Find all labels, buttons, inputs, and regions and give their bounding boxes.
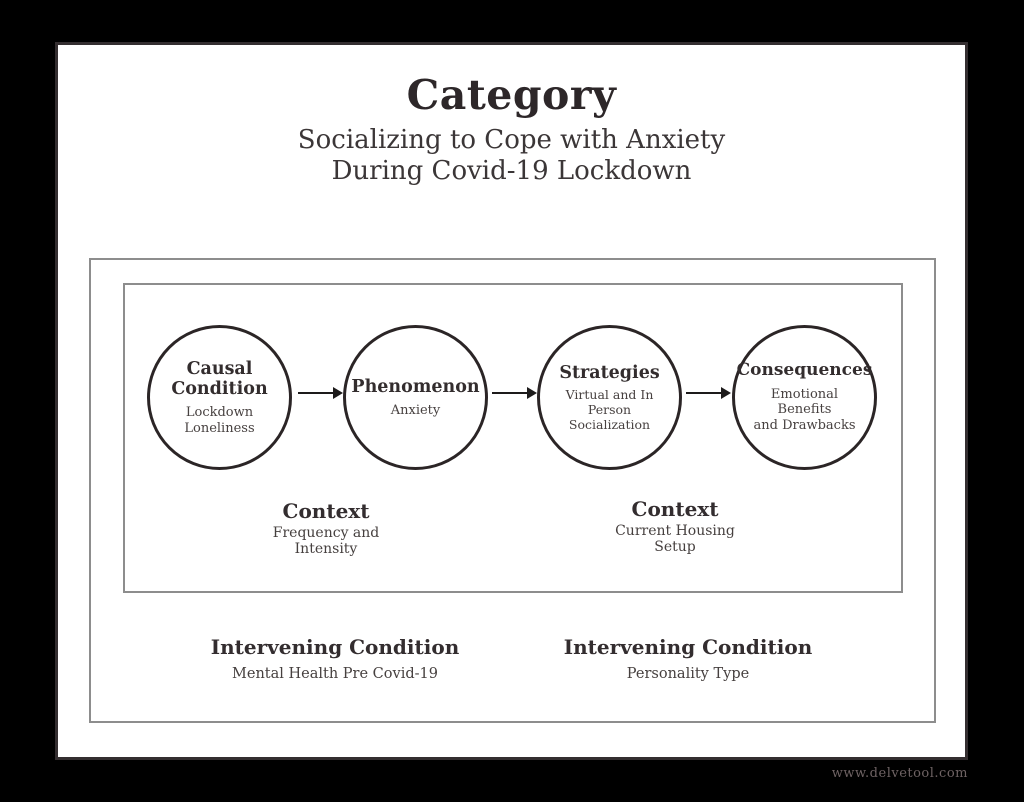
- node-sub: Lockdown Loneliness: [184, 405, 255, 436]
- context-label-right: Context Current Housing Setup: [585, 497, 765, 555]
- node-causal-condition: Causal Condition Lockdown Loneliness: [147, 325, 292, 470]
- page-title: Category: [406, 71, 617, 119]
- context-heading: Context: [631, 497, 719, 521]
- intervening-condition-right: Intervening Condition Personality Type: [528, 635, 848, 682]
- page-subtitle: Socializing to Cope with Anxiety During …: [297, 125, 726, 187]
- node-phenomenon: Phenomenon Anxiety: [343, 325, 488, 470]
- arrow-right-icon: [492, 387, 537, 399]
- context-heading: Context: [282, 499, 370, 523]
- intervening-sub: Mental Health Pre Covid-19: [232, 666, 438, 682]
- node-consequences: Consequences Emotional Benefits and Draw…: [732, 325, 877, 470]
- intervening-heading: Intervening Condition: [563, 635, 813, 659]
- node-sub: Virtual and In Person Socialization: [565, 387, 654, 433]
- node-heading: Consequences: [736, 360, 873, 381]
- intervening-sub: Personality Type: [626, 666, 750, 682]
- diagram-page: Category Socializing to Cope with Anxiet…: [55, 42, 968, 760]
- inner-frame: Causal Condition Lockdown Loneliness Phe…: [123, 283, 903, 593]
- node-heading: Phenomenon: [351, 376, 480, 397]
- context-label-left: Context Frequency and Intensity: [236, 499, 416, 557]
- context-sub: Frequency and Intensity: [272, 525, 380, 558]
- watermark-url: www.delvetool.com: [831, 766, 968, 781]
- node-sub: Anxiety: [390, 402, 441, 418]
- intervening-condition-left: Intervening Condition Mental Health Pre …: [175, 635, 495, 682]
- node-strategies: Strategies Virtual and In Person Sociali…: [537, 325, 682, 470]
- node-heading: Causal Condition: [171, 358, 268, 399]
- arrow-right-icon: [686, 387, 731, 399]
- arrow-right-icon: [298, 387, 343, 399]
- node-sub: Emotional Benefits and Drawbacks: [753, 386, 856, 434]
- node-heading: Strategies: [559, 362, 660, 383]
- intervening-heading: Intervening Condition: [210, 635, 460, 659]
- context-sub: Current Housing Setup: [615, 523, 735, 556]
- outer-frame: Causal Condition Lockdown Loneliness Phe…: [89, 258, 936, 723]
